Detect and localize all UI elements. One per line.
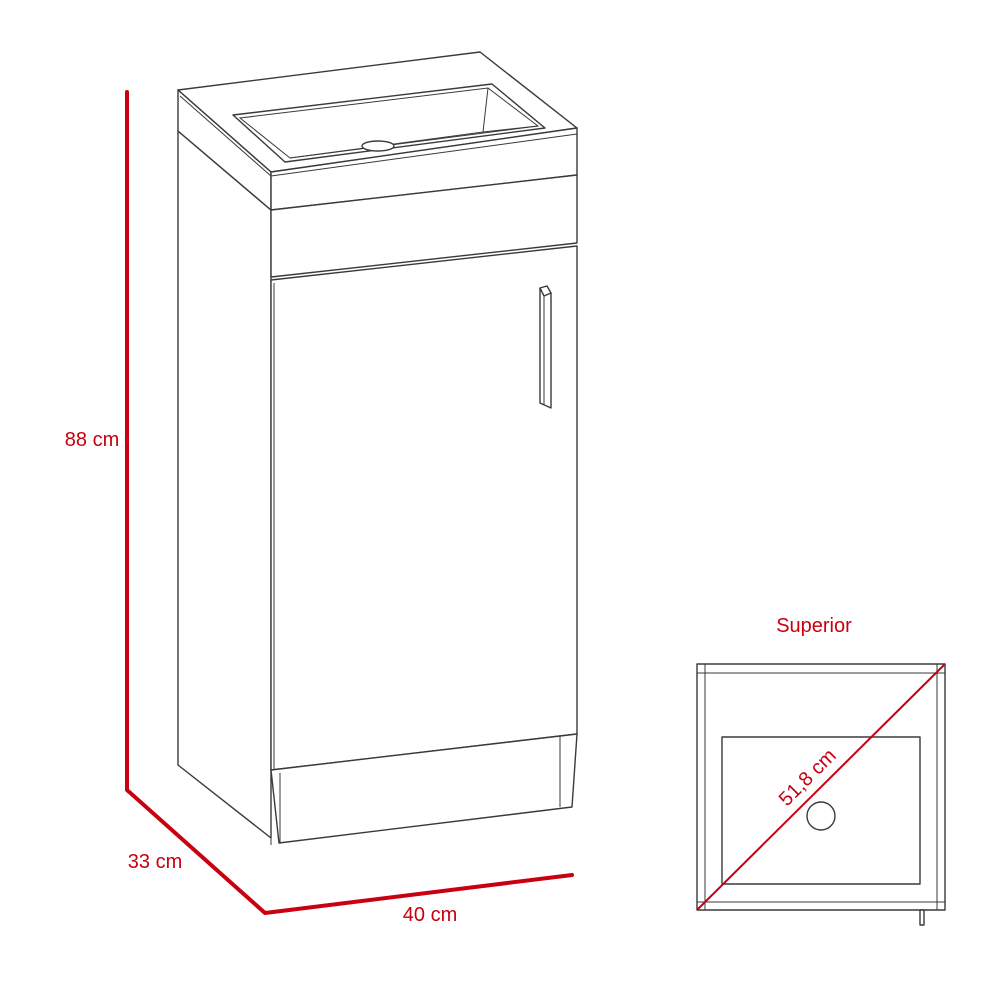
dimension-lines	[125, 90, 574, 915]
sink-countertop	[177, 51, 578, 211]
height-dimension-line	[125, 90, 574, 915]
sink-basin	[232, 83, 546, 163]
door-handle	[539, 285, 552, 409]
cabinet-side-panel	[177, 130, 272, 839]
cabinet-plinth	[270, 733, 578, 845]
top-view-drawing	[696, 663, 946, 926]
cabinet-door	[270, 245, 578, 771]
depth-label: 33 cm	[128, 851, 182, 873]
drain-hole	[361, 140, 395, 152]
height-label: 88 cm	[65, 429, 119, 451]
top-view-title: Superior	[776, 615, 852, 637]
cabinet-apron	[270, 174, 578, 278]
diagonal-dimension-line	[696, 663, 946, 911]
top-view-handle	[919, 909, 925, 926]
width-label: 40 cm	[403, 904, 457, 926]
top-view-drain	[806, 801, 836, 831]
